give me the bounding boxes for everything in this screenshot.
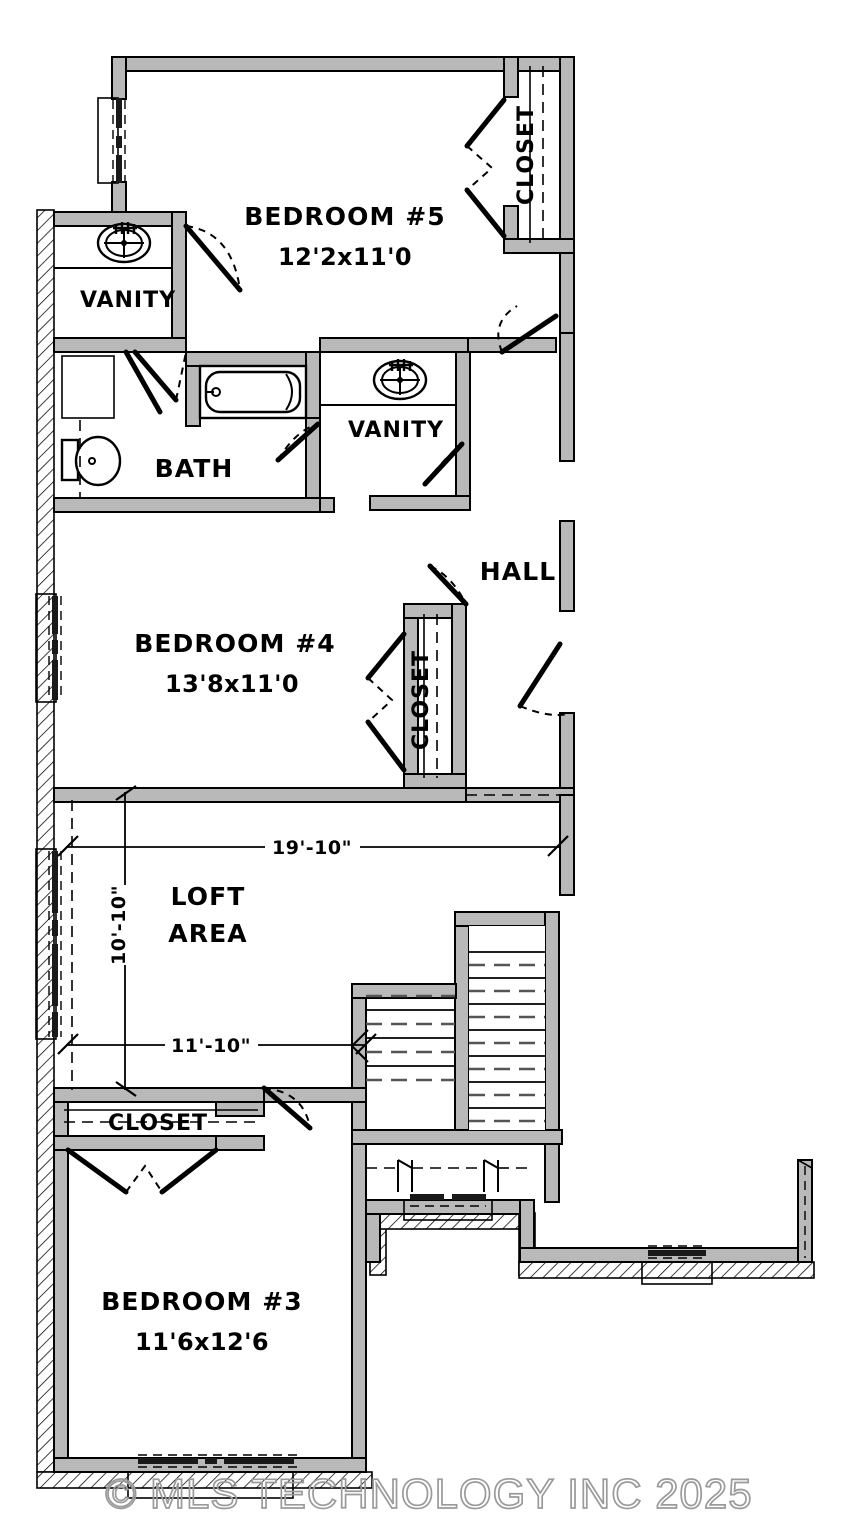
bedroom3-size: 11'6x12'6 <box>135 1328 269 1356</box>
windows <box>35 97 813 1499</box>
hall-label: HALL <box>480 557 557 586</box>
bedroom5-size: 12'2x11'0 <box>278 243 412 271</box>
dimension-loft-width: 19'-10" <box>272 837 352 859</box>
bedroom5-label: BEDROOM #5 <box>244 202 446 231</box>
staircase <box>351 926 545 1130</box>
closet-bedroom4-label: CLOSET <box>409 650 434 750</box>
room-labels: BEDROOM #5 12'2x11'0 BEDROOM #4 13'8x11'… <box>80 105 557 1356</box>
vanity-left-label: VANITY <box>80 288 176 313</box>
dimension-loft-lower: 11'-10" <box>171 1035 251 1057</box>
loft-label-line2: AREA <box>168 919 247 948</box>
doors <box>65 97 569 1221</box>
copyright-watermark: © MLS TECHNOLOGY INC 2025 <box>105 1470 752 1517</box>
plumbing-fixtures <box>54 222 456 498</box>
bath-label: BATH <box>155 454 234 483</box>
closet-bedroom5-label: CLOSET <box>514 105 539 205</box>
bedroom4-size: 13'8x11'0 <box>165 670 299 698</box>
bedroom3-label: BEDROOM #3 <box>101 1287 303 1316</box>
vanity-right-label: VANITY <box>348 418 444 443</box>
closet-shelving <box>64 66 544 1123</box>
bedroom4-label: BEDROOM #4 <box>134 629 336 658</box>
loft-label-line1: LOFT <box>171 882 246 911</box>
dimension-lines: 19'-10" 10'-10" 11'-10" <box>57 785 569 1097</box>
exterior-walls <box>36 209 815 1489</box>
dimension-loft-height: 10'-10" <box>108 885 130 965</box>
structural-walls <box>53 56 813 1473</box>
closet-bedroom3-label: CLOSET <box>108 1111 208 1136</box>
